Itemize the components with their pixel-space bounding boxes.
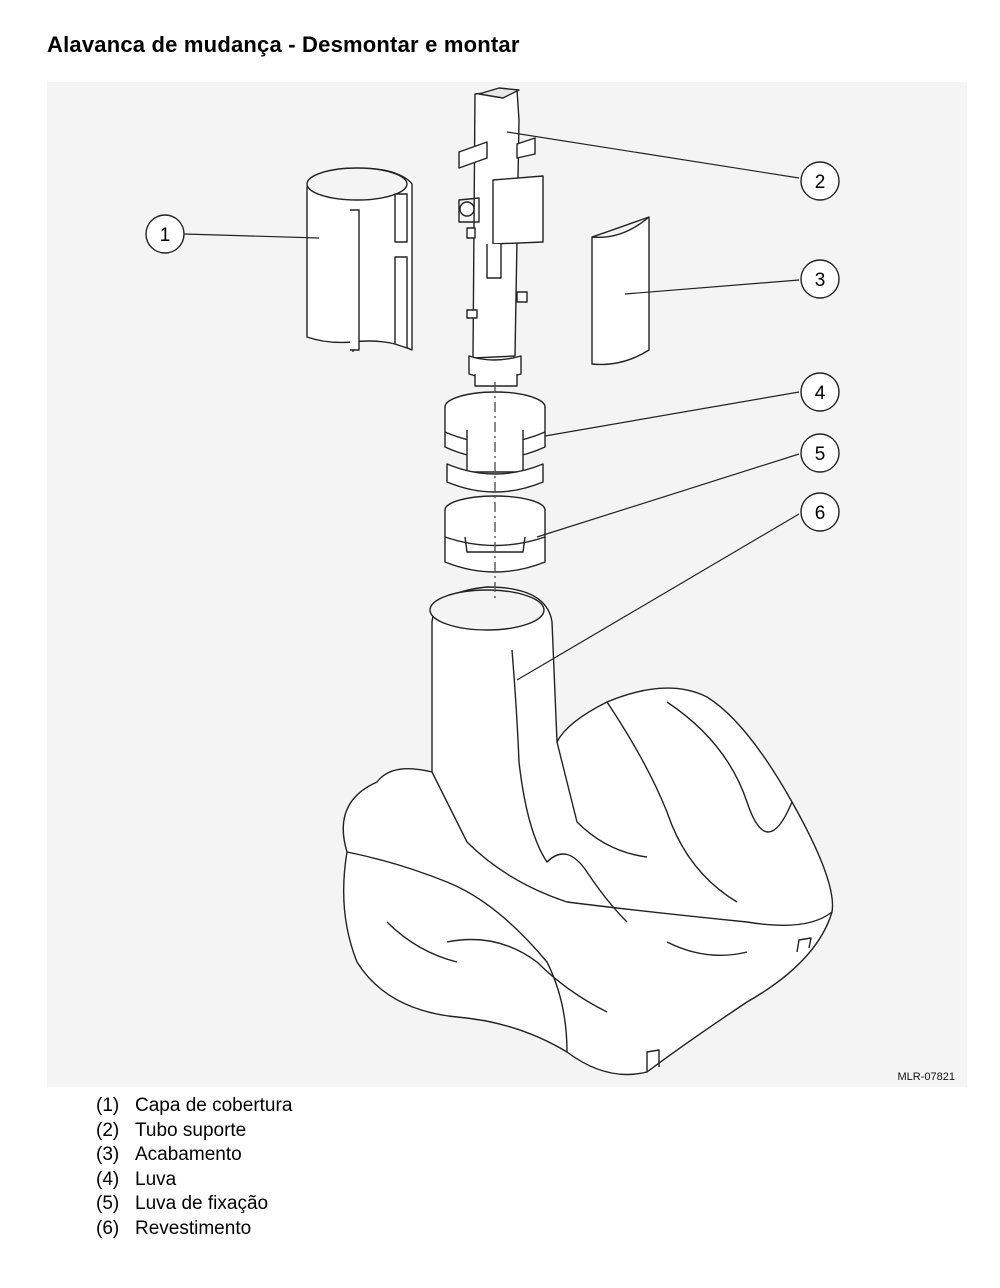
callout-5-label: 5 — [815, 444, 826, 465]
callout-2-label: 2 — [815, 172, 826, 193]
figure-code: MLR-07821 — [897, 1071, 955, 1083]
legend-text: Luva de fixação — [135, 1193, 269, 1215]
legend-text: Capa de cobertura — [135, 1095, 293, 1116]
legend-item: (6) Revestimento — [96, 1217, 292, 1242]
legend-number: (4) — [96, 1168, 120, 1190]
legend-number: (5) — [96, 1193, 120, 1215]
cover-cap-part — [306, 167, 413, 352]
legend-number: (3) — [96, 1144, 120, 1166]
callout-6-label: 6 — [815, 503, 826, 524]
legend-item: (5) Luva de fixação — [96, 1192, 292, 1217]
callout-1-label: 1 — [160, 225, 171, 246]
legend-number: (1) — [96, 1095, 120, 1116]
legend-text: Luva — [135, 1168, 177, 1190]
legend-item: (2) Tubo suporte — [96, 1119, 292, 1144]
callout-3-label: 3 — [815, 270, 826, 291]
support-tube-part — [458, 87, 544, 387]
legend-item: (3) Acabamento — [96, 1143, 292, 1168]
trim-part — [591, 216, 650, 366]
sleeve-part — [444, 391, 546, 493]
boot-part — [342, 586, 834, 1076]
legend-text: Acabamento — [135, 1144, 242, 1166]
callout-4: 4 — [800, 372, 840, 412]
legend-text: Revestimento — [135, 1217, 252, 1239]
legend-number: (6) — [96, 1217, 120, 1239]
legend-item: (1) Capa de cobertura — [96, 1094, 292, 1119]
exploded-view-figure: 1 2 3 4 5 6 MLR-07821 — [47, 82, 967, 1087]
callout-6: 6 — [800, 492, 840, 532]
legend-text: Tubo suporte — [135, 1119, 247, 1141]
callout-5: 5 — [800, 433, 840, 473]
legend-item: (4) Luva — [96, 1168, 292, 1193]
callout-4-label: 4 — [815, 383, 826, 404]
callout-1: 1 — [145, 214, 185, 254]
parts-legend: (1) Capa de cobertura (2) Tubo suporte (… — [96, 1094, 292, 1242]
callout-2: 2 — [800, 161, 840, 201]
exploded-view-drawing: 1 2 3 4 5 6 — [145, 87, 840, 1076]
callout-3: 3 — [800, 259, 840, 299]
page-title: Alavanca de mudança - Desmontar e montar — [47, 32, 520, 57]
legend-number: (2) — [96, 1119, 120, 1141]
